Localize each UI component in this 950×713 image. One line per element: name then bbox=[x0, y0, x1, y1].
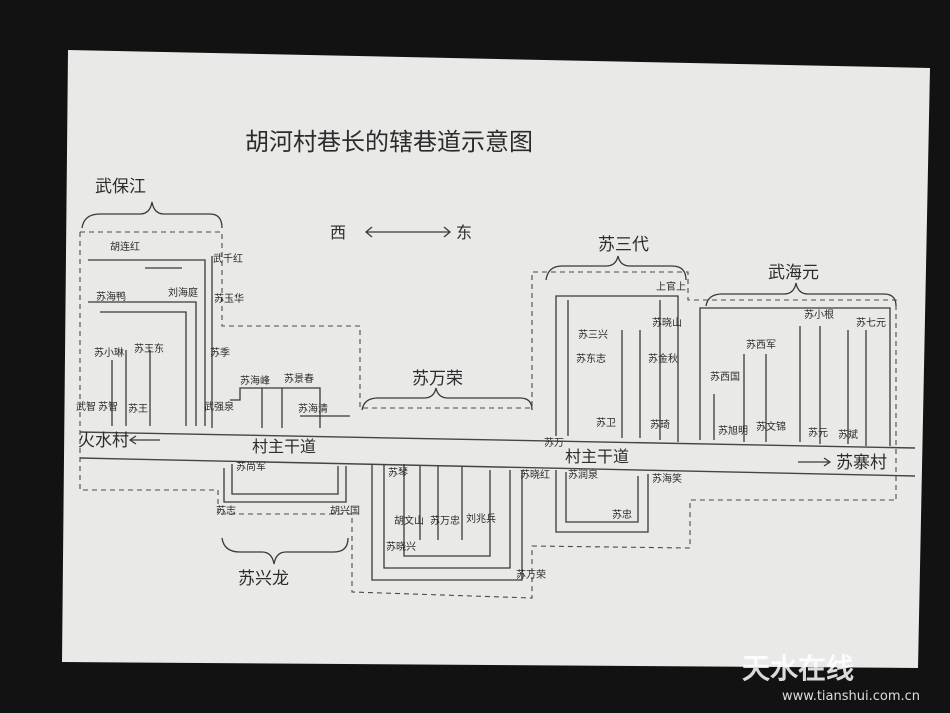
name-label: 胡文山 bbox=[394, 514, 424, 527]
lane-b5-outer bbox=[699, 307, 891, 446]
name-label: 武强泉 bbox=[204, 400, 234, 413]
brace-su-xinglong bbox=[221, 537, 349, 565]
name-label: 苏小根 bbox=[804, 308, 834, 321]
zone-boundary-bottom bbox=[79, 232, 896, 599]
lanes-west bbox=[88, 256, 213, 428]
name-label: 苏西国 bbox=[710, 370, 740, 383]
group-label-su-sanqi: 苏三代 bbox=[598, 235, 649, 255]
watermark-logo: 天水在线 bbox=[742, 652, 854, 685]
direction-indicator: 西 东 bbox=[330, 223, 472, 242]
diagram-title: 胡河村巷长的辖巷道示意图 bbox=[245, 128, 533, 156]
name-label: 苏琦 bbox=[650, 418, 670, 431]
name-label: 苏尚军 bbox=[236, 460, 266, 473]
watermark: 天水在线 www.tianshui.com.cn bbox=[742, 652, 920, 704]
name-label: 刘兆兵 bbox=[466, 512, 496, 525]
name-label: 苏海鸭 bbox=[96, 290, 126, 303]
name-label: 上官上 bbox=[656, 280, 686, 293]
brace-su-sanqi bbox=[545, 255, 687, 281]
brace-su-wanrong bbox=[361, 387, 533, 411]
east-label: 东 bbox=[456, 223, 472, 242]
group-label-su-xinglong: 苏兴龙 bbox=[238, 569, 289, 589]
name-label: 苏王东 bbox=[134, 342, 164, 355]
lanes-block4 bbox=[555, 295, 679, 533]
name-label: 刘海庭 bbox=[168, 286, 198, 299]
exit-arrow-west-head bbox=[128, 435, 137, 445]
name-label: 苏志 bbox=[216, 504, 236, 517]
name-label: 苏王 bbox=[128, 402, 148, 415]
name-label: 苏海峰 bbox=[240, 374, 270, 387]
name-label: 苏玉华 bbox=[214, 292, 244, 305]
brace-wu-baojiang bbox=[81, 201, 223, 229]
resident-names: 胡连红 武千红 苏海鸭 刘海庭 苏玉华 苏小琳 苏王东 武智 苏智 苏王 武强泉… bbox=[76, 240, 886, 581]
lane-w1 bbox=[88, 259, 206, 426]
group-braces bbox=[81, 201, 897, 565]
exit-east: 苏寨村 bbox=[798, 453, 887, 473]
group-label-su-wanrong: 苏万荣 bbox=[412, 369, 463, 389]
name-label: 苏海笑 bbox=[652, 472, 682, 485]
name-label: 胡连红 bbox=[110, 240, 140, 253]
lane-b3-outer bbox=[371, 464, 523, 581]
name-label: 苏卫 bbox=[596, 416, 616, 429]
name-label: 苏元 bbox=[808, 426, 828, 439]
lane-b4-loop2 bbox=[565, 472, 639, 523]
main-road-lower bbox=[79, 457, 916, 477]
name-label: 苏旭明 bbox=[718, 424, 748, 437]
name-label: 苏万忠 bbox=[430, 514, 460, 527]
name-label: 苏润泉 bbox=[568, 468, 598, 481]
brace-wu-haiyuan bbox=[705, 282, 897, 307]
name-label: 苏海清 bbox=[298, 402, 328, 415]
name-label: 苏景春 bbox=[284, 372, 314, 385]
name-label: 苏智 bbox=[98, 400, 118, 413]
lanes-block2 bbox=[223, 387, 350, 503]
west-label: 西 bbox=[330, 223, 346, 242]
main-roads bbox=[79, 431, 916, 477]
lane-w3 bbox=[100, 311, 187, 426]
lane-b3-mid bbox=[383, 464, 511, 569]
road-label-left: 村主干道 bbox=[252, 437, 316, 456]
lanes-block3 bbox=[371, 464, 523, 581]
name-label: 苏金秋 bbox=[648, 352, 678, 365]
zone-boundaries bbox=[79, 231, 897, 599]
exit-label-west: 火水村 bbox=[78, 431, 129, 451]
name-label: 苏小琳 bbox=[94, 346, 124, 359]
lane-b4-loop1 bbox=[555, 470, 649, 533]
lane-b2-1 bbox=[230, 387, 321, 428]
main-road-upper bbox=[79, 431, 916, 449]
name-label: 苏万荣 bbox=[516, 568, 546, 581]
lane-b2-loop1 bbox=[231, 464, 339, 495]
name-label: 武智 bbox=[76, 400, 96, 413]
name-label: 苏晓山 bbox=[652, 316, 682, 329]
name-label: 苏三兴 bbox=[578, 328, 608, 341]
name-label: 苏万 bbox=[544, 436, 564, 449]
name-label: 苏文锦 bbox=[756, 420, 786, 433]
road-label-right: 村主干道 bbox=[565, 447, 629, 466]
exit-label-east: 苏寨村 bbox=[836, 453, 887, 473]
name-label: 苏季 bbox=[210, 346, 230, 359]
name-label: 苏斌 bbox=[838, 428, 858, 441]
name-label: 苏东志 bbox=[576, 352, 606, 365]
name-label: 胡兴国 bbox=[330, 504, 360, 517]
lane-b4-outer bbox=[555, 295, 679, 442]
name-label: 武千红 bbox=[213, 252, 243, 265]
name-label: 苏西军 bbox=[746, 338, 776, 351]
lane-w2 bbox=[88, 301, 197, 426]
name-label: 苏晓红 bbox=[520, 468, 550, 481]
zone-boundary-top bbox=[80, 231, 897, 500]
name-label: 苏琴 bbox=[388, 466, 408, 479]
lane-b2-loop2 bbox=[223, 466, 347, 503]
name-label: 苏忠 bbox=[612, 508, 632, 521]
arrow-head-west bbox=[364, 226, 373, 238]
exit-arrow-east-head bbox=[823, 457, 832, 467]
group-label-wu-haiyuan: 武海元 bbox=[768, 263, 819, 283]
arrow-head-east bbox=[443, 226, 452, 238]
exit-west: 火水村 bbox=[78, 431, 160, 451]
watermark-url: www.tianshui.com.cn bbox=[782, 689, 920, 704]
lane-b3-inner bbox=[403, 464, 491, 557]
name-label: 苏晓兴 bbox=[386, 540, 416, 553]
name-label: 苏七元 bbox=[856, 316, 886, 329]
group-label-wu-baojiang: 武保江 bbox=[95, 177, 146, 197]
lanes-block5 bbox=[699, 307, 891, 446]
